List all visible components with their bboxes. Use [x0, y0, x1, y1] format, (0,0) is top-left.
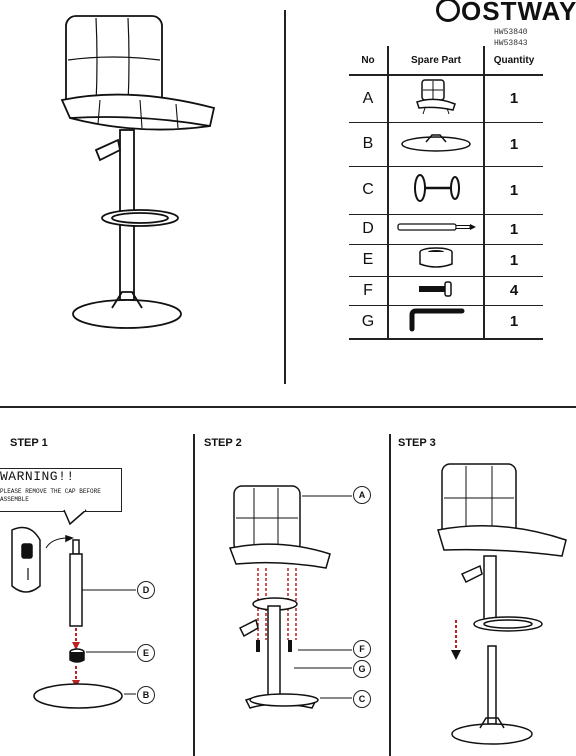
part-no: A — [349, 74, 389, 122]
divider-horizontal — [0, 406, 576, 408]
table-row: B 1 — [349, 121, 543, 166]
part-no: G — [349, 304, 389, 340]
divider-vertical — [284, 10, 286, 384]
part-quantity: 1 — [484, 121, 543, 166]
seat-icon — [416, 79, 456, 114]
gas-lift-icon — [397, 223, 476, 231]
footrest-icon — [414, 174, 460, 202]
base-plate-icon — [401, 134, 471, 152]
part-quantity: 1 — [484, 74, 543, 122]
part-no: D — [349, 213, 389, 244]
step-3-title: STEP 3 — [398, 437, 436, 449]
brand-logo-text: OSTWAY — [461, 0, 576, 26]
table-row: C 1 — [349, 165, 543, 214]
callout-d: D — [137, 581, 155, 599]
table-row: A 1 — [349, 74, 543, 122]
warning-text: PLEASE REMOVE THE CAP BEFORE ASSEMBLE — [0, 488, 101, 503]
allen-key-icon — [409, 308, 465, 332]
step-1-title: STEP 1 — [10, 437, 48, 449]
table-row: G 1 — [349, 304, 543, 340]
callout-c: C — [353, 690, 371, 708]
header-no: No — [349, 46, 389, 76]
callout-e: E — [137, 644, 155, 662]
callout-a: A — [353, 486, 371, 504]
step-2-title: STEP 2 — [204, 437, 242, 449]
model-number: HW53843 — [494, 39, 528, 48]
step-divider — [193, 434, 195, 756]
part-no: B — [349, 121, 389, 166]
table-row: D 1 — [349, 213, 543, 244]
callout-f: F — [353, 640, 371, 658]
part-quantity: 1 — [484, 243, 543, 276]
table-row: E 1 — [349, 243, 543, 276]
brand-logo: OSTWAY — [436, 0, 576, 27]
header-quantity: Quantity — [484, 46, 543, 76]
warning-title: WARNING!! — [0, 469, 75, 484]
bolt-icon — [419, 280, 452, 297]
part-quantity: 1 — [484, 213, 543, 244]
cap-icon — [419, 247, 453, 268]
model-number: HW53840 — [494, 28, 528, 37]
table-row: F 4 — [349, 275, 543, 305]
logo-c-icon — [436, 0, 460, 22]
header-spare-part: Spare Part — [388, 46, 485, 76]
part-quantity: 1 — [484, 165, 543, 214]
warning-box — [0, 468, 122, 512]
callout-g: G — [353, 660, 371, 678]
part-no: F — [349, 275, 389, 305]
step-divider — [389, 434, 391, 756]
part-no: C — [349, 165, 389, 214]
part-quantity: 1 — [484, 304, 543, 340]
callout-b: B — [137, 686, 155, 704]
part-no: E — [349, 243, 389, 276]
parts-table: No Spare Part Quantity A 1 B 1 C 1 D 1 E — [349, 46, 543, 340]
part-quantity: 4 — [484, 275, 543, 305]
